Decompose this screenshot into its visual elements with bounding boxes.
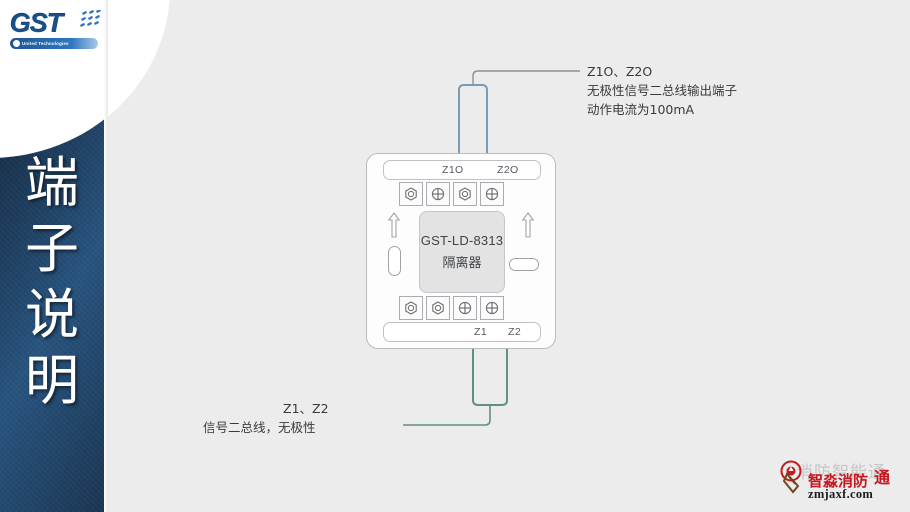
terminal-screw-hex-icon[interactable] xyxy=(426,296,450,320)
annotation-top-title: Z1O、Z2O xyxy=(587,64,653,79)
annotation-top-line2: 无极性信号二总线输出端子 xyxy=(587,83,738,98)
terminal-screw-hex-icon[interactable] xyxy=(399,182,423,206)
device-model-label: GST-LD-8313 xyxy=(420,233,504,248)
terminal-screw-phillips-icon[interactable] xyxy=(426,182,450,206)
device-type-label: 隔离器 xyxy=(442,256,482,271)
terminal-label-z1o: Z1O xyxy=(442,164,464,176)
watermark-suffix: 通 xyxy=(874,468,891,487)
terminal-screw-row-bottom xyxy=(399,296,525,320)
leader-line-bottom xyxy=(403,405,491,426)
gst-logo: GST United Technologies xyxy=(10,8,102,52)
device-nameplate: GST-LD-8313 隔离器 xyxy=(419,211,505,293)
watermark: 消防智能通 智淼消防 通 zmjaxf.com xyxy=(778,456,902,506)
watermark-brand: 智淼消防 xyxy=(808,472,869,490)
annotation-top-line3: 动作电流为100mA xyxy=(587,102,695,117)
mounting-slot-right xyxy=(509,258,539,271)
annotation-bottom-line2: 信号二总线，无极性 xyxy=(203,420,316,435)
watermark-url: zmjaxf.com xyxy=(808,487,874,501)
wire-z1-z2 xyxy=(472,345,508,406)
isolator-device[interactable]: Z1O Z2O xyxy=(366,153,556,349)
watermark-ghost-text: 消防智能通 xyxy=(796,463,886,483)
logo-tagline: United Technologies xyxy=(22,41,69,46)
logo-dot-icon xyxy=(13,40,20,47)
annotation-bottom-title: Z1、Z2 xyxy=(283,401,329,416)
orientation-arrow-right-icon xyxy=(521,212,535,238)
terminal-block-bottom: Z1 Z2 xyxy=(383,296,541,342)
terminal-label-bar-bottom: Z1 Z2 xyxy=(383,322,541,342)
terminal-label-bar-top: Z1O Z2O xyxy=(383,160,541,180)
terminal-screw-phillips-icon[interactable] xyxy=(480,182,504,206)
leader-line-top xyxy=(472,70,580,85)
logo-swoosh-icon xyxy=(80,10,101,27)
page-title-char-3: 说 xyxy=(25,283,79,346)
terminal-screw-hex-icon[interactable] xyxy=(399,296,423,320)
mounting-slot-left xyxy=(388,246,401,276)
page-title-char-4: 明 xyxy=(25,349,79,412)
page-title-char-2: 子 xyxy=(25,217,79,280)
watermark-badge-icon xyxy=(780,460,802,494)
logo-wordmark: GST xyxy=(10,8,64,38)
annotation-top: Z1O、Z2O 无极性信号二总线输出端子 动作电流为100mA xyxy=(587,62,737,119)
terminal-block-top: Z1O Z2O xyxy=(383,160,541,206)
orientation-arrow-left-icon xyxy=(387,212,401,238)
annotation-bottom: Z1、Z2 信号二总线，无极性 xyxy=(203,399,329,437)
wire-z1o-z2o xyxy=(458,84,488,160)
sidebar-edge-highlight xyxy=(104,0,108,512)
terminal-label-z2o: Z2O xyxy=(497,164,519,176)
terminal-label-z2: Z2 xyxy=(508,326,522,338)
page-title-char-1: 端 xyxy=(25,151,79,214)
terminal-screw-phillips-icon[interactable] xyxy=(453,296,477,320)
terminal-label-z1: Z1 xyxy=(474,326,488,338)
logo-tagline-bar: United Technologies xyxy=(10,38,98,49)
terminal-screw-hex-icon[interactable] xyxy=(453,182,477,206)
page-title: 端 子 说 明 xyxy=(0,150,104,414)
terminal-screw-phillips-icon[interactable] xyxy=(480,296,504,320)
terminal-screw-row-top xyxy=(399,182,525,206)
